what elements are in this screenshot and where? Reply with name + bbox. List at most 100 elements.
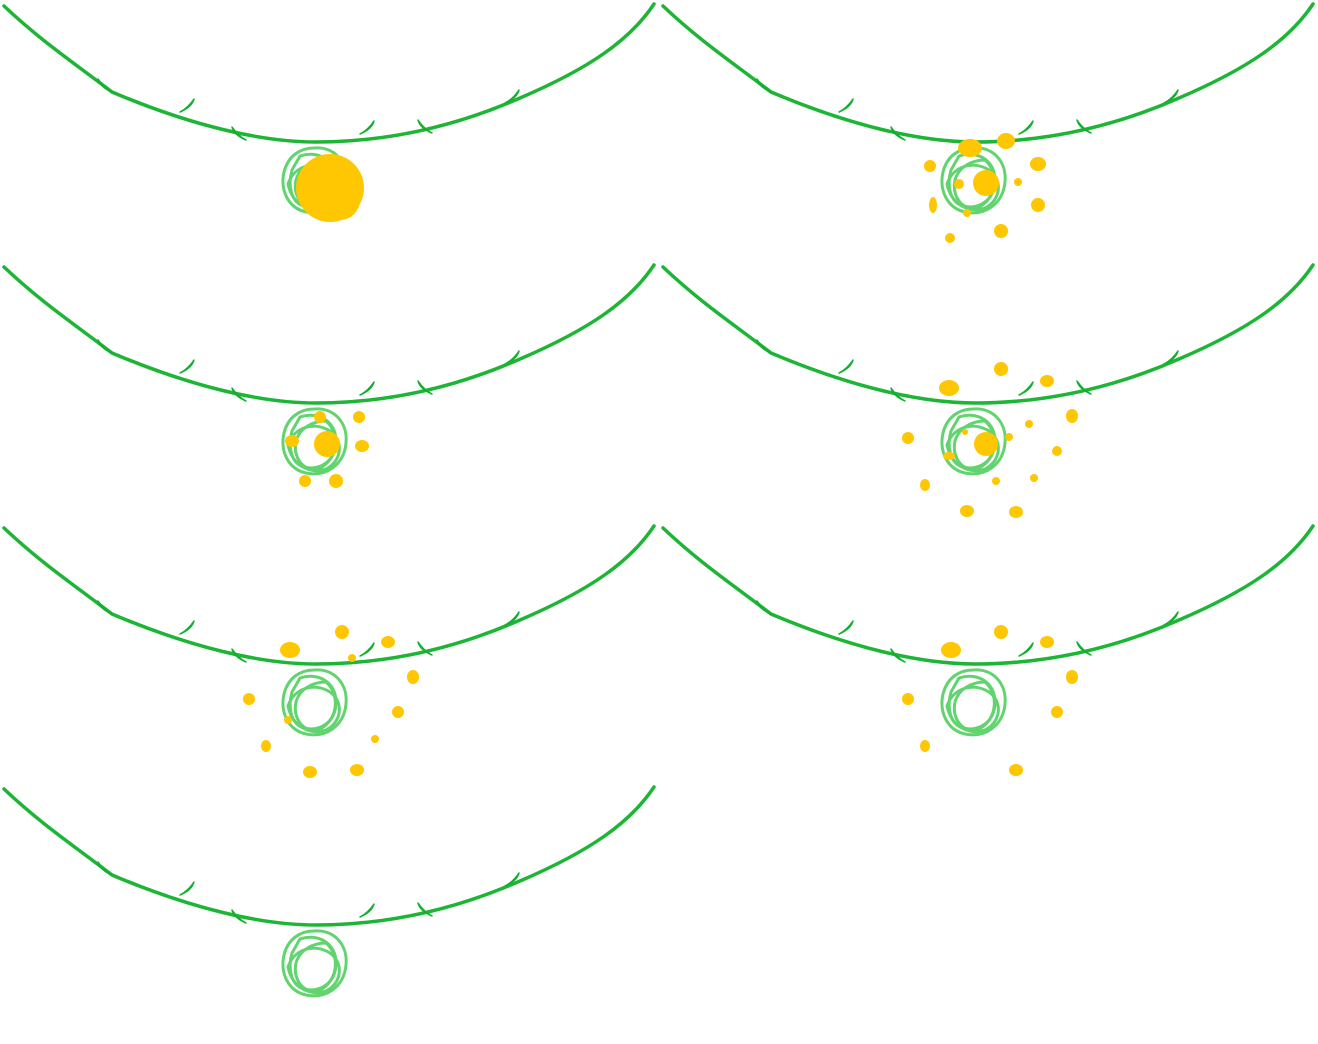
frame-2-bursting [659, 0, 1318, 261]
leaf-2 [179, 620, 195, 635]
flower-ring-1 [281, 407, 348, 476]
petal-6 [1051, 706, 1063, 718]
petal-3 [381, 636, 395, 648]
leaf-6 [1163, 89, 1179, 104]
leaf-4 [1018, 381, 1034, 396]
petal-1 [973, 170, 999, 196]
petal-11 [371, 735, 379, 743]
petals [902, 625, 1078, 776]
leaf-3 [231, 387, 247, 402]
leaf-5 [417, 641, 433, 656]
frame-7-empty [0, 783, 659, 1044]
leaf-2 [179, 881, 195, 896]
petals [902, 362, 1078, 518]
vine-branch [661, 263, 1315, 405]
leaf-5 [1076, 380, 1092, 395]
flower-bud [281, 929, 348, 998]
petal-1 [314, 431, 340, 457]
petal-8 [261, 740, 271, 752]
petal-4 [1030, 157, 1046, 171]
leaf-3 [890, 648, 906, 663]
vine-branch [661, 524, 1315, 666]
flower-ring-4 [286, 424, 341, 473]
petal-1 [941, 642, 961, 658]
petal-8 [1031, 198, 1045, 212]
petal-16 [962, 429, 968, 435]
petal-15 [992, 477, 1000, 485]
flower-ring-1 [940, 407, 1007, 476]
flower-ring-4 [945, 163, 1000, 212]
petal-7 [392, 706, 404, 718]
leaf-3 [890, 126, 906, 141]
petal-4 [243, 693, 255, 705]
leaf-5 [417, 380, 433, 395]
leaf-2 [179, 359, 195, 374]
petal-5 [924, 160, 936, 172]
petal-7 [1025, 420, 1033, 428]
petal-14 [1030, 474, 1038, 482]
vine-branch [2, 263, 656, 405]
leaf-6 [1163, 611, 1179, 626]
petals [296, 154, 364, 222]
leaf-1 [97, 78, 113, 93]
vine-branch [2, 2, 656, 144]
leaf-4 [359, 381, 375, 396]
leaf-1 [97, 600, 113, 615]
petal-10 [350, 764, 364, 776]
leaf-3 [231, 648, 247, 663]
leaf-1 [97, 861, 113, 876]
petal-6 [299, 475, 311, 487]
vine-branch [2, 524, 656, 666]
leaf-4 [359, 120, 375, 135]
leaf-4 [359, 903, 375, 918]
petal-3 [320, 180, 360, 220]
petal-2 [939, 380, 959, 396]
leaf-3 [231, 909, 247, 924]
petal-3 [997, 133, 1015, 149]
petal-5 [355, 440, 369, 452]
petal-12 [960, 505, 974, 517]
flower-ring-4 [286, 685, 341, 734]
frame-6-fading [659, 522, 1318, 783]
petal-9 [929, 197, 937, 213]
leaf-2 [179, 98, 195, 113]
leaf-2 [838, 620, 854, 635]
leaf-6 [504, 350, 520, 365]
leaf-6 [504, 611, 520, 626]
leaf-5 [417, 902, 433, 917]
petal-3 [994, 362, 1008, 376]
petal-5 [348, 654, 356, 662]
petal-12 [284, 716, 292, 724]
petal-3 [353, 411, 365, 423]
flower-bud [940, 407, 1007, 476]
leaf-1 [756, 339, 772, 354]
leaf-2 [838, 359, 854, 374]
petal-9 [303, 766, 317, 778]
flower-bud [281, 668, 348, 737]
flower-bud [940, 668, 1007, 737]
petals [924, 133, 1046, 243]
leaf-1 [97, 339, 113, 354]
leaf-5 [1076, 641, 1092, 656]
petals [285, 411, 369, 488]
vine-branch [661, 2, 1315, 144]
petal-11 [994, 224, 1008, 238]
flower-ring-4 [945, 424, 1000, 473]
petal-7 [329, 474, 343, 488]
flower-ring-4 [286, 946, 341, 995]
petal-2 [958, 139, 982, 157]
petal-13 [1009, 506, 1023, 518]
petal-10 [963, 209, 971, 217]
leaf-4 [1018, 120, 1034, 135]
petal-6 [954, 179, 964, 189]
leaf-3 [890, 387, 906, 402]
petal-10 [943, 452, 955, 460]
petal-5 [902, 432, 914, 444]
petal-8 [1066, 409, 1078, 423]
vine-branch [2, 785, 656, 927]
leaf-1 [756, 600, 772, 615]
frame-5-scattered [0, 522, 659, 783]
petal-7 [1014, 178, 1022, 186]
petal-11 [920, 479, 930, 491]
